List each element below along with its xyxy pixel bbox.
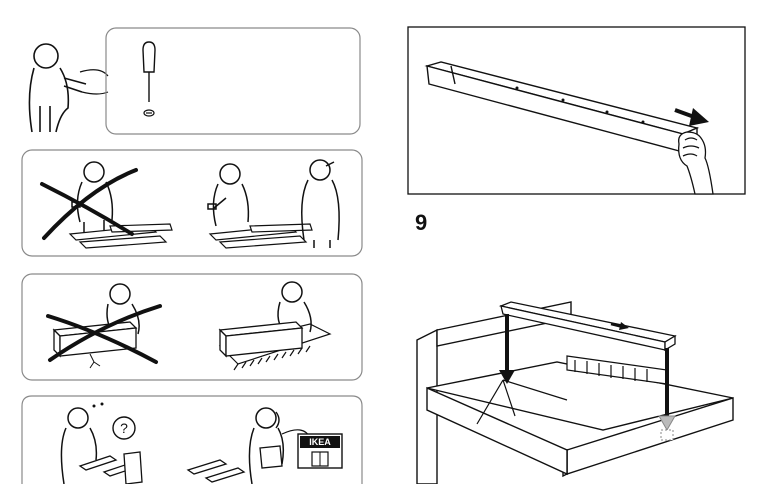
two-people-panel — [20, 148, 365, 260]
person-icon — [28, 43, 87, 133]
tools-panel — [20, 26, 365, 138]
bed-frame-illustration — [407, 290, 747, 484]
step-number: 9 — [415, 210, 428, 235]
arrow-right-icon — [610, 322, 629, 330]
slat-detail-box — [407, 26, 747, 196]
store-sign-text: IKEA — [309, 437, 331, 447]
frame-icon — [218, 321, 304, 358]
arrow-down-icon — [658, 348, 676, 441]
arrow-down-icon — [499, 314, 515, 384]
person-icon — [76, 161, 114, 234]
protect-floor-panel — [20, 272, 365, 384]
cracked-floor-icon — [89, 353, 101, 369]
bed-frame-icon — [416, 301, 734, 484]
screw-icon — [143, 109, 155, 117]
help-panel: ? IKEA — [20, 394, 365, 484]
boards-icon — [208, 223, 313, 249]
screwdriver-icon — [142, 41, 156, 102]
phone-icon — [275, 411, 280, 429]
struts-icon — [476, 379, 568, 425]
question-mark-text: ? — [120, 420, 128, 436]
hammer-icon — [207, 197, 227, 210]
store-icon: IKEA — [297, 433, 343, 469]
slat-icon — [498, 301, 677, 352]
hand-icon — [678, 131, 714, 195]
bubble-outline — [105, 27, 361, 135]
frame-icon — [52, 321, 138, 358]
person-icon — [212, 163, 250, 227]
person-icon — [301, 159, 340, 248]
question-bubble-icon: ? — [112, 416, 136, 440]
cross-mark-icon — [46, 304, 162, 364]
arrow-right-icon — [674, 108, 709, 126]
cross-mark-icon — [40, 168, 138, 240]
person-icon — [248, 407, 285, 484]
person-icon — [60, 407, 98, 484]
